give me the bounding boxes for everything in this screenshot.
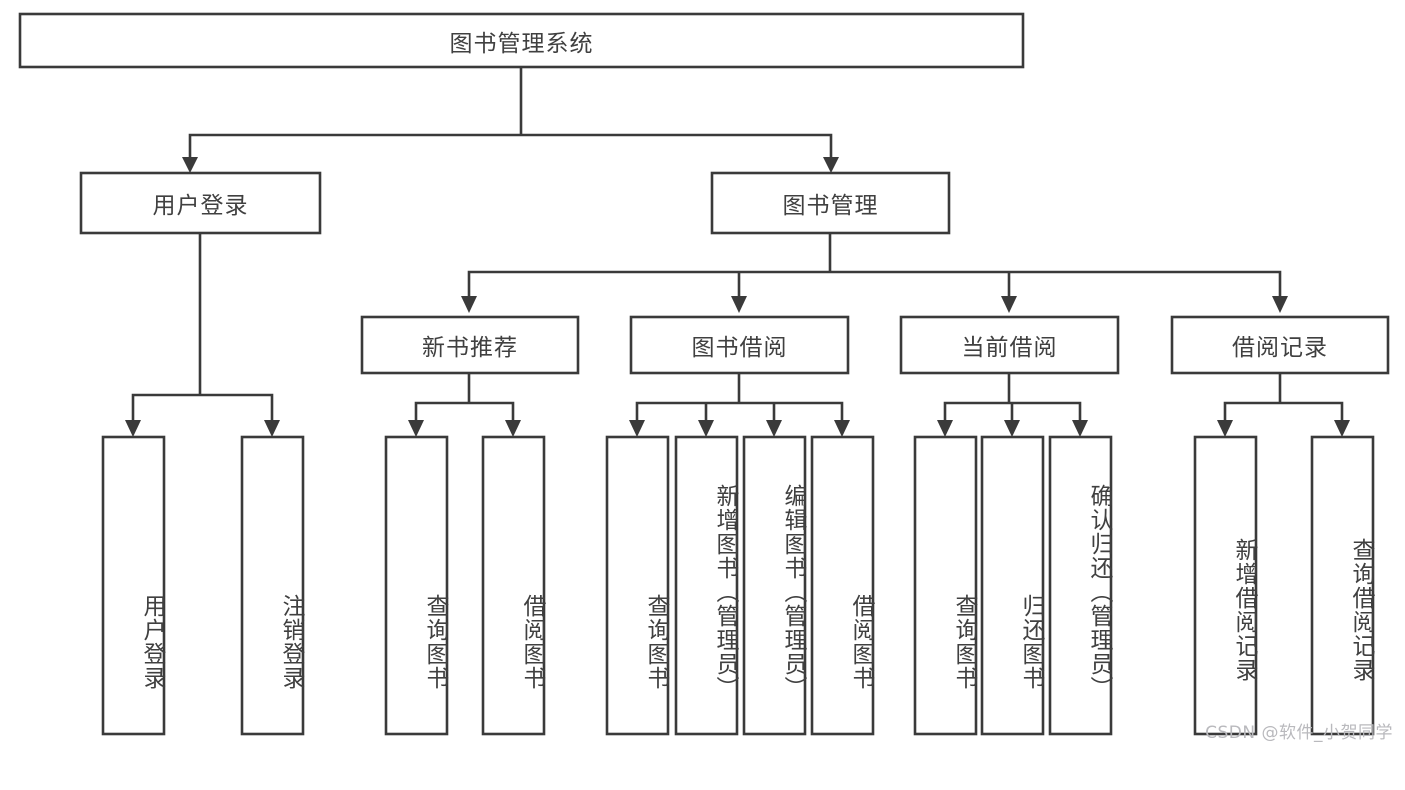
node-leaf-add-record-box[interactable] [1193, 435, 1258, 736]
node-root-box[interactable] [18, 12, 1025, 69]
edge-root-to-bus [188, 65, 833, 165]
arrowhead-book-manage [823, 157, 839, 173]
node-leaf-confirm-return-box[interactable] [1048, 435, 1113, 736]
node-current-borrow-box[interactable] [899, 315, 1120, 375]
arrowhead-leaf-user-login [125, 420, 141, 437]
edges-layer [125, 65, 1350, 437]
arrowhead-book-borrow [731, 296, 747, 313]
nodes-layer [18, 12, 1390, 736]
arrowhead-leaf-add-record [1217, 420, 1233, 437]
arrowhead-leaf-query-book-3 [937, 420, 953, 437]
node-leaf-borrow-book-2-box[interactable] [810, 435, 875, 736]
node-borrow-record-box[interactable] [1170, 315, 1390, 375]
node-leaf-borrow-book-1-box[interactable] [481, 435, 546, 736]
arrowhead-leaf-borrow-book-1 [505, 420, 521, 437]
node-leaf-user-login-box[interactable] [101, 435, 166, 736]
node-leaf-return-book-box[interactable] [980, 435, 1045, 736]
edge-bookmanage-to-bus [467, 231, 1282, 305]
node-book-borrow-box[interactable] [629, 315, 850, 375]
node-leaf-query-book-2-box[interactable] [605, 435, 670, 736]
node-leaf-edit-book-box[interactable] [742, 435, 807, 736]
node-user-login-box[interactable] [79, 171, 322, 235]
arrowhead-new-book-recommend [461, 296, 477, 313]
diagram-canvas [18, 12, 1390, 736]
arrowhead-leaf-borrow-book-2 [834, 420, 850, 437]
arrowhead-leaf-confirm-return [1072, 420, 1088, 437]
edge-currentborrow-to-bus [943, 371, 1082, 429]
arrowhead-current-borrow [1001, 296, 1017, 313]
arrowhead-leaf-add-book [698, 420, 714, 437]
function-tree-diagram: 图书管理系统 用户登录 图书管理 新书推荐 图书借阅 当前借阅 借阅记录 用户登… [18, 12, 1393, 743]
node-book-manage-box[interactable] [710, 171, 951, 235]
edge-borrowrecord-to-bus [1223, 371, 1344, 429]
node-new-book-recommend-box[interactable] [360, 315, 580, 375]
arrowhead-leaf-logout [264, 420, 280, 437]
arrowhead-leaf-query-book-2 [629, 420, 645, 437]
node-leaf-add-book-box[interactable] [674, 435, 739, 736]
arrowhead-leaf-query-book-1 [408, 420, 424, 437]
edge-bookborrow-to-bus [635, 371, 844, 429]
edge-newbook-to-bus [414, 371, 515, 429]
arrowhead-leaf-query-record [1334, 420, 1350, 437]
edge-userlogin-to-bus [131, 231, 274, 429]
node-leaf-query-book-1-box[interactable] [384, 435, 449, 736]
arrowhead-borrow-record [1272, 296, 1288, 313]
arrowhead-leaf-return-book [1004, 420, 1020, 437]
node-leaf-query-record-box[interactable] [1310, 435, 1375, 736]
node-leaf-logout-box[interactable] [240, 435, 305, 736]
arrowhead-leaf-edit-book [766, 420, 782, 437]
node-leaf-query-book-3-box[interactable] [913, 435, 978, 736]
arrowhead-user-login [182, 157, 198, 173]
